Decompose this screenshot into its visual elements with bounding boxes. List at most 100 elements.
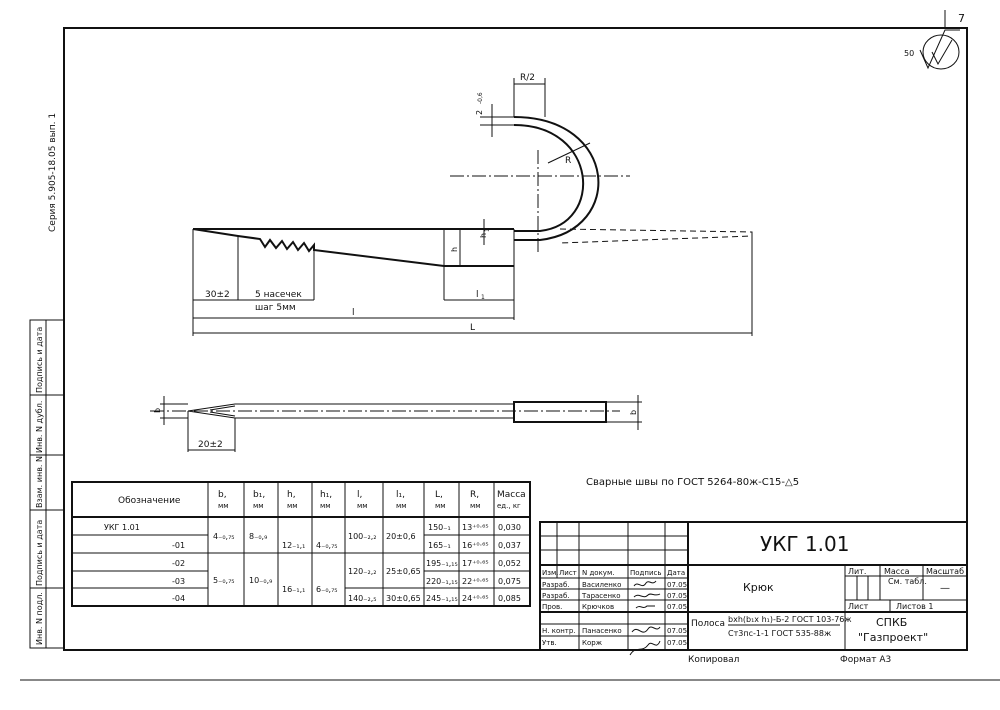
svg-text:мм: мм bbox=[357, 502, 368, 510]
svg-text:50: 50 bbox=[904, 49, 914, 58]
svg-text:245₋₁,₁₅: 245₋₁,₁₅ bbox=[426, 594, 458, 603]
svg-text:мм: мм bbox=[253, 502, 264, 510]
svg-text:Масштаб: Масштаб bbox=[926, 567, 964, 576]
svg-text:0,052: 0,052 bbox=[498, 559, 521, 568]
svg-text:l: l bbox=[476, 290, 479, 300]
signature bbox=[629, 640, 661, 656]
svg-text:Инв. N дубл.: Инв. N дубл. bbox=[35, 401, 44, 453]
svg-text:Подпись и дата: Подпись и дата bbox=[35, 327, 44, 393]
svg-text:07.05: 07.05 bbox=[667, 581, 687, 589]
svg-text:100₋₂,₂: 100₋₂,₂ bbox=[348, 532, 376, 541]
svg-text:мм: мм bbox=[320, 502, 331, 510]
svg-text:"Газпроект": "Газпроект" bbox=[858, 631, 928, 644]
svg-text:0,030: 0,030 bbox=[498, 523, 521, 532]
svg-text:Лист: Лист bbox=[848, 602, 869, 611]
svg-text:l,: l, bbox=[357, 490, 362, 500]
svg-text:bxh(b₁x h₁)-Б-2 ГОСТ 103-76ж: bxh(b₁x h₁)-Б-2 ГОСТ 103-76ж bbox=[728, 615, 852, 624]
svg-text:h₁,: h₁, bbox=[320, 490, 332, 500]
svg-text:Взам. инв. N: Взам. инв. N bbox=[35, 456, 44, 508]
svg-text:Масса: Масса bbox=[884, 567, 910, 576]
svg-text:220₋₁,₁₅: 220₋₁,₁₅ bbox=[426, 577, 458, 586]
svg-text:Инв. N подл.: Инв. N подл. bbox=[35, 592, 44, 645]
svg-text:Крючков: Крючков bbox=[582, 603, 614, 611]
svg-text:Корж: Корж bbox=[582, 639, 603, 647]
svg-text:Лит.: Лит. bbox=[848, 567, 866, 576]
svg-text:07.05: 07.05 bbox=[667, 627, 687, 635]
svg-text:Подпись: Подпись bbox=[630, 569, 662, 577]
svg-text:Масса: Масса bbox=[497, 490, 526, 500]
svg-text:17⁺⁰·⁶⁵: 17⁺⁰·⁶⁵ bbox=[462, 559, 489, 568]
svg-text:4₋₀,₇₅: 4₋₀,₇₅ bbox=[213, 532, 234, 541]
svg-text:Полоса: Полоса bbox=[691, 619, 725, 629]
svg-text:Ст3пс-1-1 ГОСТ 535-88ж: Ст3пс-1-1 ГОСТ 535-88ж bbox=[728, 629, 831, 638]
svg-text:24⁺⁰·⁶⁵: 24⁺⁰·⁶⁵ bbox=[462, 594, 489, 603]
svg-text:120₋₂,₂: 120₋₂,₂ bbox=[348, 567, 376, 576]
svg-text:мм: мм bbox=[287, 502, 298, 510]
table-row: -02 bbox=[172, 559, 185, 568]
svg-text:См. табл.: См. табл. bbox=[888, 577, 927, 586]
svg-text:СПКБ: СПКБ bbox=[876, 616, 907, 629]
svg-text:Тарасенко: Тарасенко bbox=[581, 592, 621, 600]
svg-text:мм: мм bbox=[435, 502, 446, 510]
svg-text:мм: мм bbox=[470, 502, 481, 510]
svg-text:22⁺⁰·⁶⁵: 22⁺⁰·⁶⁵ bbox=[462, 577, 489, 586]
format-label: Формат А3 bbox=[840, 655, 891, 665]
sheet-number: 7 bbox=[958, 12, 965, 25]
svg-text:мм: мм bbox=[218, 502, 229, 510]
svg-text:Обозначение: Обозначение bbox=[118, 496, 181, 506]
svg-text:Н. контр.: Н. контр. bbox=[542, 627, 576, 635]
svg-text:Пров.: Пров. bbox=[542, 603, 562, 611]
svg-text:30±0,65: 30±0,65 bbox=[386, 594, 421, 603]
svg-text:Панасенко: Панасенко bbox=[582, 627, 622, 635]
svg-text:-0,6: -0,6 bbox=[477, 92, 484, 104]
svg-text:шаг 5мм: шаг 5мм bbox=[255, 303, 296, 313]
weld-note: Сварные швы по ГОСТ 5264-80ж-С15-△5 bbox=[586, 477, 799, 488]
svg-text:195₋₁,₁₅: 195₋₁,₁₅ bbox=[426, 559, 458, 568]
svg-text:b: b bbox=[629, 410, 638, 415]
svg-text:0,037: 0,037 bbox=[498, 541, 521, 550]
svg-text:ед., кг: ед., кг bbox=[497, 502, 521, 510]
svg-text:30±2: 30±2 bbox=[205, 290, 230, 300]
svg-text:07.05: 07.05 bbox=[667, 592, 687, 600]
svg-text:h,: h, bbox=[287, 490, 296, 500]
svg-text:Изм.: Изм. bbox=[542, 569, 558, 577]
left-stamp: Инв. N подл. Подпись и дата Взам. инв. N… bbox=[29, 319, 65, 649]
svg-text:16₋₁,₁: 16₋₁,₁ bbox=[282, 585, 305, 594]
part-name: Крюк bbox=[743, 581, 774, 594]
table-row: -01 bbox=[172, 541, 185, 550]
svg-text:Разраб.: Разраб. bbox=[542, 581, 570, 589]
svg-text:1: 1 bbox=[484, 228, 491, 232]
svg-text:5 насечек: 5 насечек bbox=[255, 290, 302, 300]
signature bbox=[633, 593, 661, 598]
svg-text:Листов 1: Листов 1 bbox=[896, 602, 934, 611]
svg-text:b: b bbox=[153, 408, 162, 413]
svg-text:165₋₁: 165₋₁ bbox=[428, 541, 451, 550]
svg-text:1: 1 bbox=[481, 294, 485, 301]
svg-text:25±0,65: 25±0,65 bbox=[386, 567, 421, 576]
svg-text:R: R bbox=[565, 156, 571, 166]
svg-text:L: L bbox=[470, 323, 475, 333]
svg-text:5₋₀,₇₅: 5₋₀,₇₅ bbox=[213, 576, 234, 585]
svg-text:—: — bbox=[940, 583, 950, 594]
svg-text:16⁺⁰·⁶⁵: 16⁺⁰·⁶⁵ bbox=[462, 541, 489, 550]
svg-text:L,: L, bbox=[435, 490, 443, 500]
doc-code: УКГ 1.01 bbox=[760, 532, 849, 556]
svg-text:07.05: 07.05 bbox=[667, 639, 687, 647]
svg-text:13⁺⁰·⁶⁵: 13⁺⁰·⁶⁵ bbox=[462, 523, 489, 532]
hook-elevation-view: R R/2 2 -0,6 h 1 h 30±2 5 насечек шаг 5м… bbox=[192, 73, 753, 336]
svg-text:b,: b, bbox=[218, 490, 227, 500]
svg-text:0,085: 0,085 bbox=[498, 594, 521, 603]
svg-text:Разраб.: Разраб. bbox=[542, 592, 570, 600]
svg-text:Василенко: Василенко bbox=[582, 581, 621, 589]
svg-text:07.05: 07.05 bbox=[667, 603, 687, 611]
roughness-mark: 50 bbox=[904, 29, 960, 70]
svg-text:l₁,: l₁, bbox=[396, 490, 405, 500]
svg-text:h: h bbox=[450, 247, 459, 252]
svg-text:Подпись и дата: Подпись и дата bbox=[35, 520, 44, 586]
svg-text:h: h bbox=[479, 233, 488, 238]
series-label: Серия 5.905-18.05 вып. 1 bbox=[48, 113, 58, 232]
svg-text:2: 2 bbox=[475, 110, 484, 115]
hook-plan-view: b b 20±2 bbox=[150, 395, 642, 452]
signature bbox=[631, 626, 661, 633]
